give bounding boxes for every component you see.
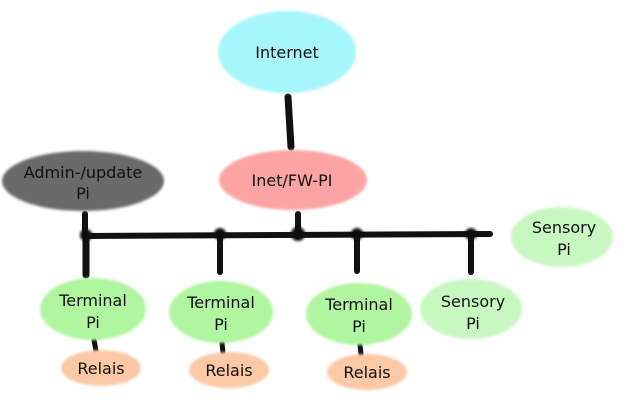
node-internet: Internet — [218, 11, 356, 93]
node-terminal-pi-2-label-line-2: Pi — [214, 315, 228, 334]
node-sensory-pi-2-shape — [511, 207, 613, 267]
node-relais-3-label: Relais — [343, 363, 390, 382]
node-relais-1: Relais — [61, 350, 141, 386]
bus-junction-terminal-3 — [351, 228, 363, 240]
node-internet-shape — [218, 11, 356, 93]
node-relais-2: Relais — [189, 352, 269, 388]
node-relais-3-shape — [327, 354, 407, 390]
node-sensory-pi-1-label-line-2: Pi — [466, 314, 480, 333]
connections — [80, 93, 493, 357]
node-inet-fw-pi: Inet/FW-PI — [219, 150, 367, 210]
bus-junction-fw — [291, 227, 305, 241]
node-terminal-pi-1: Terminal Pi — [40, 278, 146, 340]
link-terminal-relais-3 — [357, 342, 364, 357]
node-relais-2-shape — [189, 352, 269, 388]
node-sensory-pi-1-label-line-1: Sensory — [441, 292, 505, 311]
bus-junction-sensory-1 — [465, 228, 477, 240]
node-relais-1-label: Relais — [77, 359, 124, 378]
node-admin-update-pi-shape — [2, 151, 164, 211]
node-internet-label: Internet — [255, 43, 319, 62]
node-terminal-pi-3-label-line-2: Pi — [352, 317, 366, 336]
node-relais-3: Relais — [327, 354, 407, 390]
node-terminal-pi-2-shape — [169, 281, 273, 343]
node-terminal-pi-1-shape — [40, 278, 146, 340]
node-sensory-pi-2: Sensory Pi — [511, 207, 613, 267]
node-terminal-pi-2: Terminal Pi — [169, 281, 273, 343]
node-sensory-pi-2-label-line-1: Sensory — [532, 218, 596, 237]
node-terminal-pi-1-label-line-1: Terminal — [58, 291, 127, 310]
bus-junction-admin — [80, 229, 92, 241]
node-admin-update-pi-label-line-2: Pi — [76, 184, 90, 203]
node-terminal-pi-3: Terminal Pi — [306, 283, 412, 345]
bus-junction-terminal-2 — [214, 228, 226, 240]
network-bus — [82, 231, 493, 239]
link-terminal-relais-1 — [91, 337, 99, 354]
link-terminal-relais-2 — [219, 340, 226, 356]
node-terminal-pi-1-label-line-2: Pi — [86, 313, 100, 332]
node-terminal-pi-3-label-line-1: Terminal — [324, 295, 393, 314]
node-relais-1-shape — [61, 350, 141, 386]
node-relais-2-label: Relais — [205, 361, 252, 380]
node-inet-fw-pi-label: Inet/FW-PI — [252, 171, 333, 190]
node-admin-update-pi-label-line-1: Admin-/update — [24, 163, 143, 182]
node-terminal-pi-2-label-line-1: Terminal — [186, 293, 255, 312]
node-sensory-pi-1-shape — [420, 279, 522, 339]
link-internet-fw — [284, 93, 295, 151]
node-sensory-pi-1: Sensory Pi — [420, 279, 522, 339]
node-admin-update-pi: Admin-/update Pi — [2, 151, 164, 211]
node-sensory-pi-2-label-line-2: Pi — [557, 240, 571, 259]
node-terminal-pi-3-shape — [306, 283, 412, 345]
node-inet-fw-pi-shape — [219, 150, 367, 210]
